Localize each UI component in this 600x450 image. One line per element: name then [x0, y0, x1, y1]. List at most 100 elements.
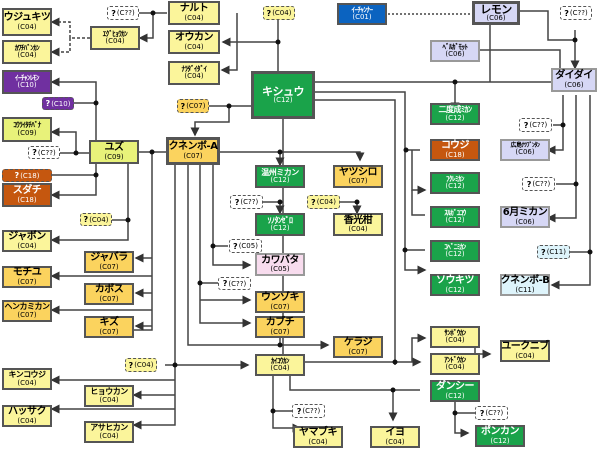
question-mark: ?: [296, 406, 302, 416]
unknown-parent[interactable]: ?(C??): [560, 6, 592, 20]
node-code: (C12): [445, 113, 465, 122]
node-kabuchi2[interactable]: カブチ(C07): [255, 316, 305, 338]
node-soukitsu[interactable]: ソウキツ(C12): [430, 274, 480, 296]
node-kizu[interactable]: キズ(C07): [84, 316, 134, 338]
node-rokugatsu[interactable]: 6月ミカン(C06): [500, 206, 550, 228]
node-danshi[interactable]: ダンシー(C12): [430, 380, 480, 402]
node-jabara[interactable]: ジャバラ(C07): [84, 251, 134, 273]
node-kaikoukan[interactable]: ｶｲｺｳｶﾝ(C04): [255, 354, 305, 376]
node-henka[interactable]: ヘンカミカン(C07): [2, 300, 52, 322]
node-kerashi[interactable]: ケラジ(C07): [333, 336, 383, 358]
question-mark: ?: [233, 241, 238, 251]
node-andou[interactable]: ｱﾝﾄﾞｳｶﾝ(C04): [430, 353, 480, 375]
node-yatsushiro[interactable]: ヤツシロ(C07): [333, 165, 383, 188]
unknown-parent[interactable]: ?(C18): [2, 169, 52, 182]
unknown-parent[interactable]: ?(C??): [519, 118, 552, 132]
junction-dot: [73, 150, 79, 156]
node-kunenbo-a[interactable]: クネンボ-A(C07): [166, 137, 220, 165]
question-mark: ?: [128, 360, 134, 370]
node-asahikan[interactable]: アサヒカン(C04): [84, 421, 134, 443]
node-unzoki[interactable]: ウンゾキ(C07): [255, 291, 305, 313]
node-name: ｱﾝﾄﾞｳｶﾝ: [444, 355, 466, 364]
node-mochiyu[interactable]: モチユ(C07): [2, 266, 52, 288]
node-name: ｲｰﾁｬﾝﾚﾓﾝ: [15, 73, 40, 82]
node-iyo[interactable]: イヨ(C04): [370, 426, 420, 448]
node-name: ウンゾキ: [261, 292, 300, 304]
node-code: (C04): [385, 437, 405, 446]
node-kobeni[interactable]: ｺﾍﾞﾆﾐｶﾝ(C12): [430, 240, 480, 262]
node-name: ﾍﾞﾙｶﾞﾓｯﾄ: [442, 42, 469, 51]
unknown-parent[interactable]: ?(C??): [475, 406, 508, 420]
unknown-parent[interactable]: ?(C11): [537, 245, 570, 259]
node-ichangensis[interactable]: ｲｰﾁｬﾝﾅｰ(C01): [337, 3, 387, 25]
edge: [220, 151, 365, 162]
edge: [289, 375, 420, 391]
node-nidosei[interactable]: 二度成ﾐｶﾝ(C12): [430, 103, 480, 125]
node-unshu[interactable]: 温州ミカン(C12): [255, 165, 305, 188]
node-kishu[interactable]: キシュウ(C12): [251, 71, 315, 119]
node-oukan[interactable]: オウカン(C04): [168, 30, 220, 54]
unknown-parent[interactable]: ?(C??): [107, 6, 139, 20]
node-ichang[interactable]: ｲｰﾁｬﾝﾚﾓﾝ(C10): [2, 70, 52, 94]
node-sanbou[interactable]: ｻﾝﾎﾞｳｶﾝ(C04): [430, 326, 480, 348]
node-suruga[interactable]: ｽﾙｶﾞﾕｺｳ(C12): [430, 206, 480, 228]
node-koukou[interactable]: 香光柑(C04): [333, 213, 383, 236]
node-name: ウジュキツ: [3, 12, 51, 24]
node-kunenbo-b[interactable]: クネンボ-B(C11): [500, 274, 550, 296]
unknown-parent[interactable]: ?(C??): [218, 277, 251, 290]
node-code: (C07): [270, 327, 290, 336]
unknown-code: (C05): [238, 242, 258, 250]
unknown-parent[interactable]: ?(C??): [522, 177, 555, 191]
node-jabon[interactable]: ジャボン(C04): [2, 230, 52, 252]
node-uzyukitu[interactable]: ウジュキツ(C04): [2, 8, 52, 36]
unknown-parent[interactable]: ?(C07): [177, 99, 209, 113]
node-kinkouji[interactable]: キンコウジ(C04): [2, 368, 52, 390]
node-yukunibu[interactable]: ユークニブ(C04): [500, 340, 550, 362]
node-ponkan[interactable]: ポンカン(C12): [475, 425, 525, 447]
node-code: (C07): [99, 262, 119, 271]
junction-dot: [403, 147, 409, 153]
node-kabosu[interactable]: カボス(C07): [84, 283, 134, 305]
unknown-parent[interactable]: ?(C04): [125, 358, 157, 372]
node-code: (C12): [270, 176, 290, 185]
node-kabuchi[interactable]: ｶﾜﾁﾊﾞﾝｶﾝ(C04): [2, 40, 52, 64]
node-hyuga[interactable]: ヒョウカン(C04): [84, 385, 134, 407]
node-name: キシュウ: [262, 84, 305, 98]
node-sonotanzero[interactable]: ｿﾉﾀﾝｾﾞﾛ(C12): [255, 213, 305, 236]
junction-dot: [560, 122, 566, 128]
node-hiroshima[interactable]: 広島ﾅﾂﾌﾞﾝﾀﾝ(C06): [500, 139, 550, 161]
node-name: ジャボン: [8, 231, 46, 243]
edge: [132, 165, 176, 430]
unknown-parent[interactable]: ?(C04): [263, 6, 295, 20]
unknown-parent[interactable]: ?(C10): [42, 97, 74, 110]
node-code: (C04): [308, 437, 328, 446]
node-yamabuki[interactable]: ヤマブキ(C04): [293, 426, 343, 448]
unknown-parent[interactable]: ?(C05): [229, 239, 262, 253]
node-naruto[interactable]: ナルト(C04): [168, 1, 220, 25]
node-name: カワバタ: [261, 254, 299, 266]
node-hassaku[interactable]: ハッサク(C04): [2, 405, 52, 427]
node-naradaidai[interactable]: ﾅﾗﾀﾞｲﾀﾞｲ(C04): [168, 61, 220, 85]
unknown-parent[interactable]: ?(C??): [230, 195, 263, 209]
unknown-parent[interactable]: ?(C??): [28, 146, 60, 159]
unknown-parent[interactable]: ?(C04): [307, 195, 340, 209]
node-name: ユークニブ: [501, 341, 549, 353]
node-fukure[interactable]: ﾌｸﾚﾐｶﾝ(C12): [430, 172, 480, 194]
node-ekaryu[interactable]: ｴｸﾞﾋｮｳｶﾝ(C04): [90, 26, 140, 50]
node-tachibana[interactable]: ｺｳﾗｲﾀﾁﾊﾞﾅ(C09): [2, 117, 52, 142]
node-kawabata[interactable]: カワバタ(C05): [255, 253, 305, 276]
unknown-parent[interactable]: ?(C04): [80, 213, 112, 226]
node-code: (C09): [104, 152, 124, 161]
node-code: (C04): [17, 378, 37, 387]
node-name: ｴｸﾞﾋｮｳｶﾝ: [102, 29, 128, 38]
node-bergamot[interactable]: ﾍﾞﾙｶﾞﾓｯﾄ(C06): [430, 40, 480, 62]
node-code: (C07): [183, 151, 203, 160]
node-yuzu[interactable]: ユズ(C09): [89, 140, 139, 164]
node-sudachi[interactable]: スダチ(C18): [2, 183, 52, 207]
node-name: ヘンカミカン: [4, 302, 51, 312]
node-lemon[interactable]: レモン(C06): [472, 1, 520, 25]
unknown-parent[interactable]: ?(C??): [292, 404, 325, 418]
node-kouji[interactable]: コウジ(C18): [430, 139, 480, 161]
node-daidai[interactable]: ダイダイ(C06): [551, 68, 597, 92]
node-name: ヤマブキ: [299, 427, 338, 439]
